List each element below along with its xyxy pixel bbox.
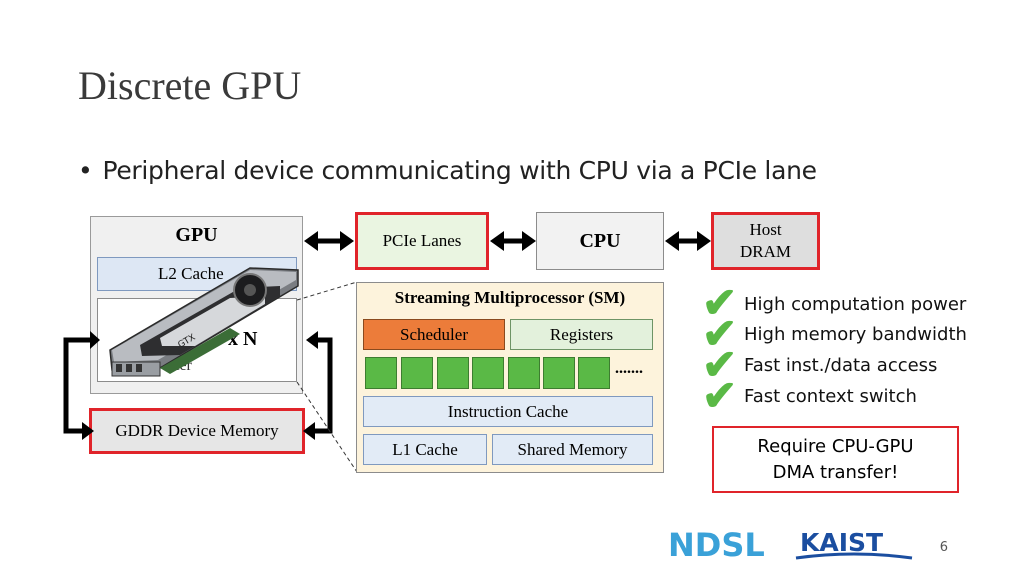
core-cell (472, 357, 504, 389)
core-cell (401, 357, 433, 389)
double-arrow-gpu-pcie (304, 231, 354, 251)
dma-callout: Require CPU-GPU DMA transfer! (712, 426, 959, 493)
core-cell (543, 357, 575, 389)
check-icon: ✔ (702, 343, 738, 389)
memory-connector-arrows (63, 331, 333, 440)
instruction-cache-box: Instruction Cache (363, 396, 653, 427)
bullet-point: • Peripheral device communicating with CP… (78, 156, 817, 185)
kaist-logo-text: KAIST (800, 528, 883, 557)
double-arrow-pcie-cpu (490, 231, 536, 251)
instruction-cache-label: Instruction Cache (447, 401, 569, 421)
check-icon: ✔ (702, 281, 738, 327)
core-cell (365, 357, 397, 389)
sm-title: Streaming Multiprocessor (SM) (394, 288, 626, 307)
host-dram-box: Host DRAM (711, 212, 820, 270)
zoom-dashed-lines (296, 281, 358, 473)
gpu-card-image: GTX (109, 267, 299, 377)
ndsl-logo: NDSL (668, 528, 765, 562)
feature-list: ✔ High computation power ✔ High memory b… (700, 281, 1000, 420)
core-cell (578, 357, 610, 389)
page-number: 6 (939, 540, 948, 555)
feature-item: Fast context switch (744, 386, 917, 407)
feature-item: Fast inst./data access (744, 355, 938, 376)
cpu-box: CPU (536, 212, 664, 270)
ndsl-logo-text: NDSL (668, 528, 765, 562)
l2-cache-box: L2 Cache (97, 257, 297, 291)
l1-cache-label: L1 Cache (392, 439, 458, 459)
registers-box: Registers (510, 319, 653, 350)
callout-line2: DMA transfer! (772, 461, 899, 483)
feature-item: High memory bandwidth (744, 324, 967, 345)
core-cell (437, 357, 469, 389)
registers-label: Registers (549, 324, 614, 344)
gddr-memory-box: GDDR Device Memory (89, 408, 305, 454)
cpu-label: CPU (579, 229, 621, 252)
host-dram-label-line2: DRAM (739, 242, 791, 261)
check-icon: ✔ (702, 312, 738, 358)
scheduler-label: Scheduler (400, 324, 468, 344)
kaist-logo: KAIST (795, 528, 913, 560)
feature-item: High computation power (744, 294, 967, 315)
slide-title: Discrete GPU (78, 63, 302, 108)
core-ellipsis: ....... (615, 360, 643, 377)
host-dram-label-line1: Host (749, 219, 782, 239)
shared-memory-box: Shared Memory (492, 434, 653, 465)
check-icon: ✔ (702, 374, 738, 420)
callout-line1: Require CPU-GPU (757, 436, 914, 458)
shared-memory-label: Shared Memory (517, 439, 628, 459)
bullet-dot: • (78, 156, 93, 185)
gddr-memory-label: GDDR Device Memory (115, 421, 279, 440)
scheduler-box: Scheduler (363, 319, 505, 350)
l1-cache-box: L1 Cache (363, 434, 487, 465)
gpu-label: GPU (175, 224, 218, 246)
core-cell (508, 357, 540, 389)
bullet-text: Peripheral device communicating with CPU… (102, 156, 817, 185)
double-arrow-cpu-dram (665, 231, 711, 251)
pcie-lanes-label: PCIe Lanes (382, 231, 462, 250)
l2-cache-label: L2 Cache (158, 264, 224, 283)
pcie-lanes-box: PCIe Lanes (355, 212, 489, 270)
